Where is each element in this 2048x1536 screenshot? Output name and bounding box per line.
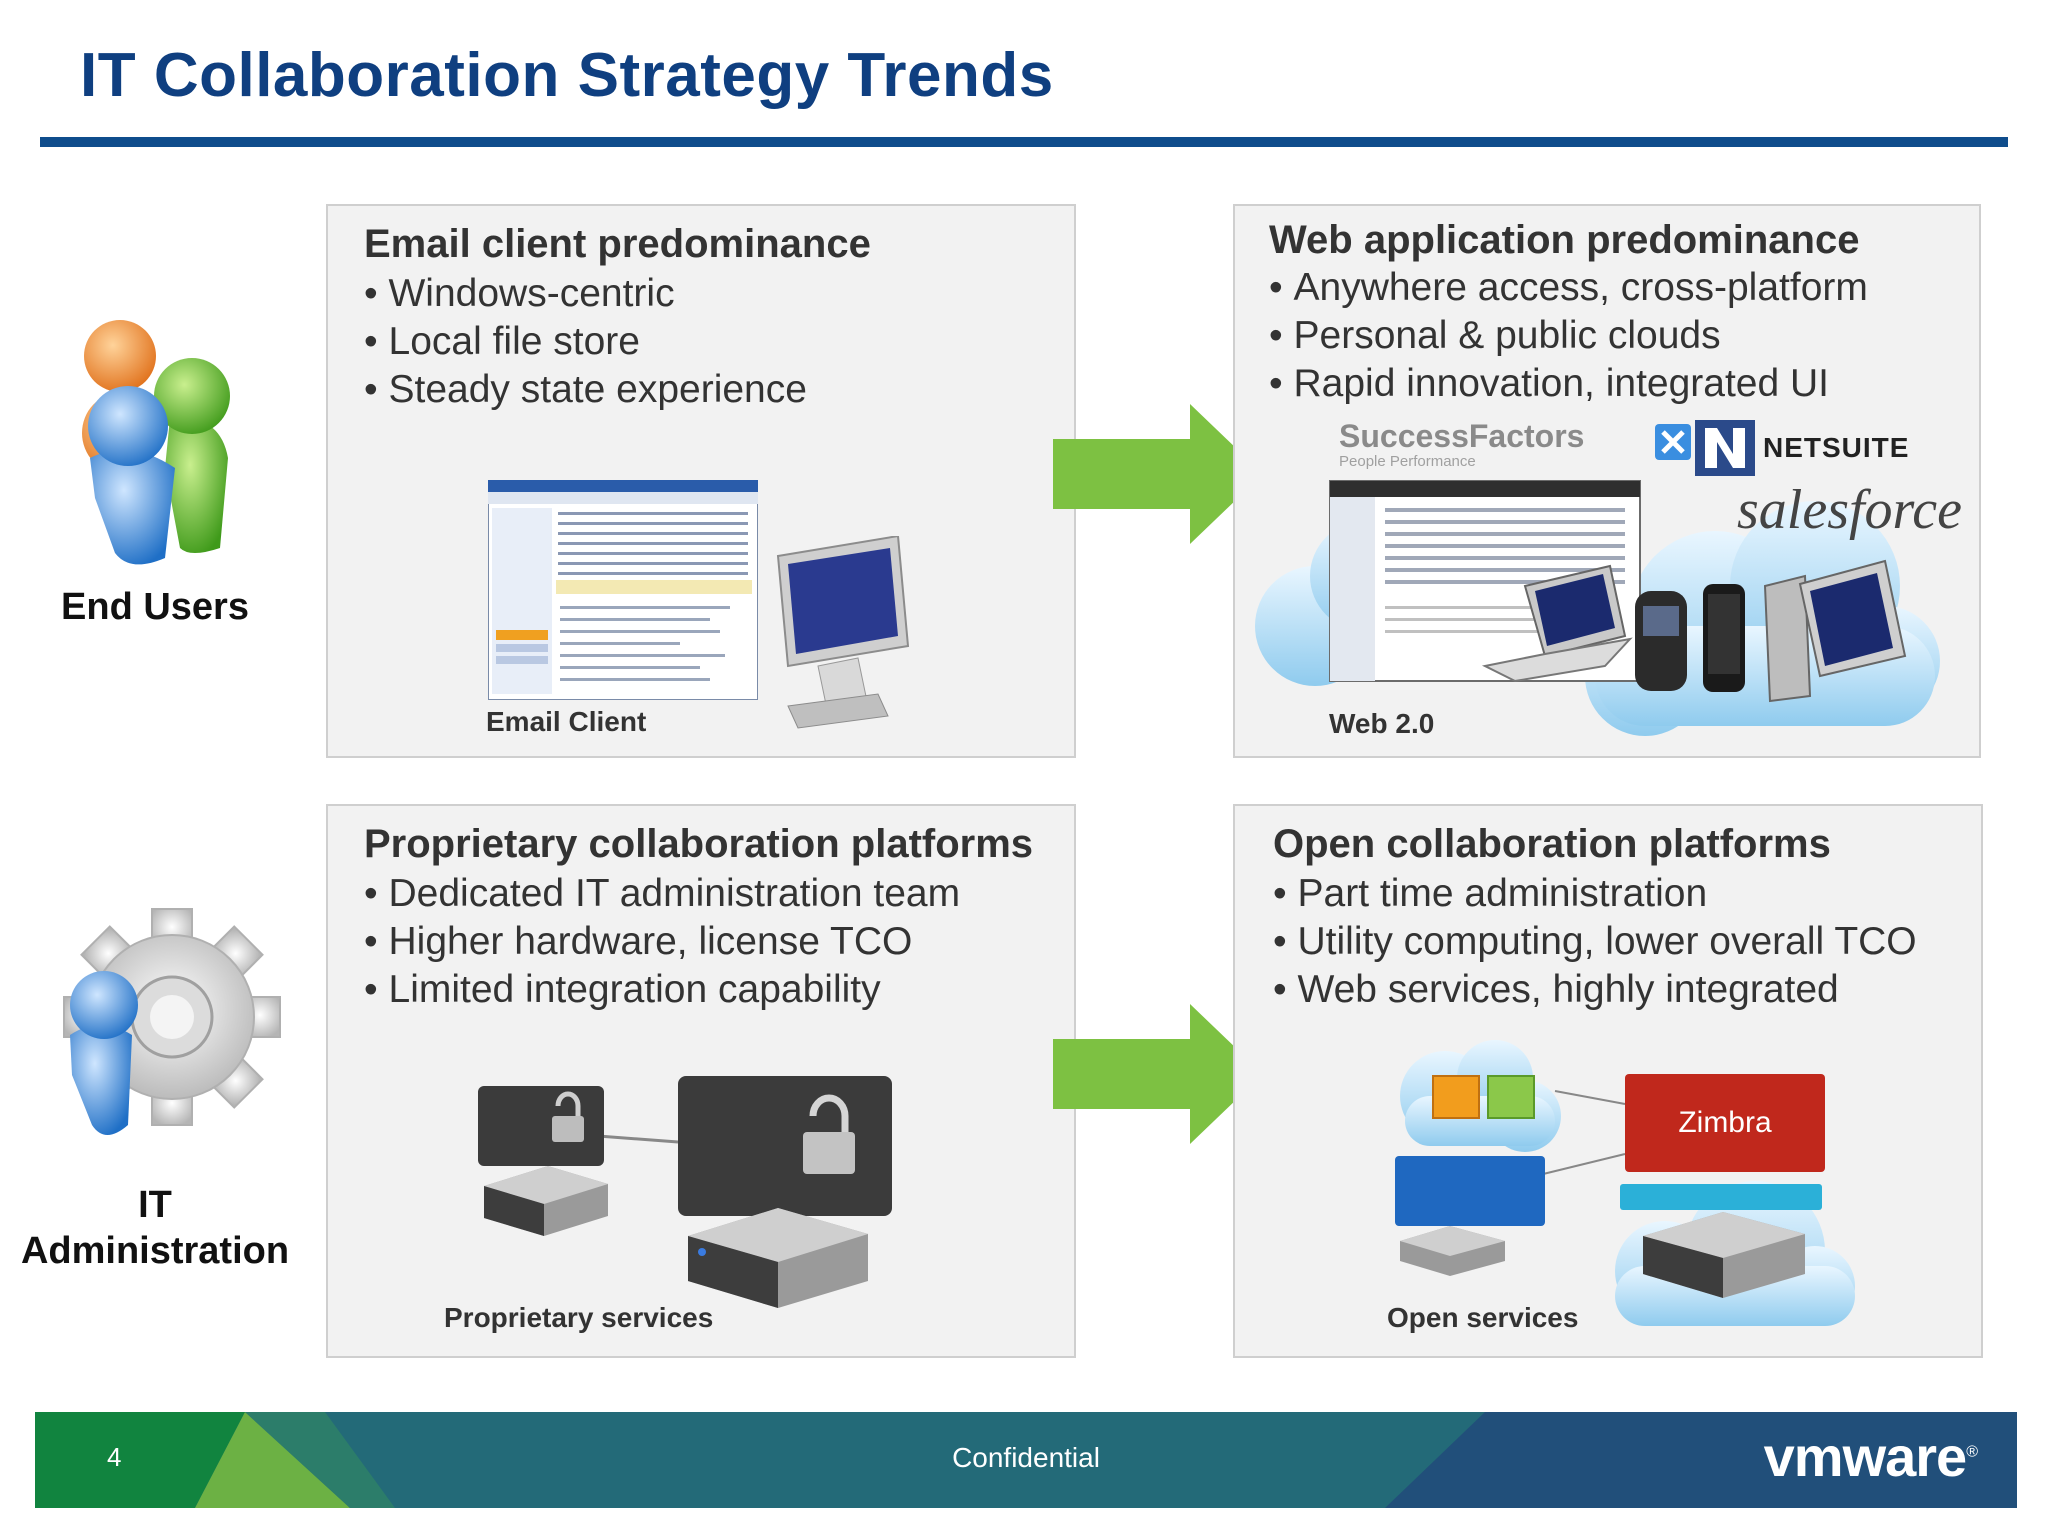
proprietary-servers-icon (478, 1076, 892, 1308)
bullet-item: Web services, highly integrated (1273, 966, 1917, 1014)
image-caption: Proprietary services (444, 1302, 714, 1333)
bullet-item: Windows-centric (364, 270, 807, 318)
vmware-wordmark: vmware (1763, 1425, 1968, 1488)
users-icon (82, 320, 230, 565)
page-number: 4 (107, 1442, 122, 1472)
bullet-item: Dedicated IT administration team (364, 870, 961, 918)
bullet-list: Part time administration Utility computi… (1273, 870, 1917, 1014)
bullet-list: Windows-centric Local file store Steady … (364, 270, 807, 414)
bullet-item: Steady state experience (364, 366, 807, 414)
admin-gear-icon (63, 908, 281, 1135)
bullet-item: Limited integration capability (364, 966, 960, 1014)
bullet-list: Anywhere access, cross-platform Personal… (1269, 264, 1868, 408)
image-caption: Web 2.0 (1329, 708, 1435, 739)
open-services-diagram-icon: Zimbra (1395, 1040, 1855, 1326)
successfactors-x-icon (1655, 424, 1691, 460)
role-it-line1: IT (138, 1184, 172, 1226)
cloud-icon (1255, 480, 1940, 736)
monitor-icon (776, 536, 910, 729)
successfactors-logo: SuccessFactors People Performance (1339, 418, 1584, 470)
box-heading: Web application predominance (1269, 218, 1860, 262)
box-heading: Open collaboration platforms (1273, 822, 1831, 866)
title-divider (40, 137, 2008, 147)
bullet-item: Anywhere access, cross-platform (1269, 264, 1868, 312)
bullet-list: Dedicated IT administration team Higher … (364, 870, 961, 1014)
role-it-administration: IT Administration (0, 1182, 310, 1274)
successfactors-tagline: People Performance (1339, 453, 1476, 470)
successfactors-wordmark: SuccessFactors (1339, 418, 1585, 454)
bullet-item: Higher hardware, license TCO (364, 918, 960, 966)
image-caption: Email Client (486, 706, 647, 737)
zimbra-label: Zimbra (1678, 1106, 1772, 1139)
salesforce-logo: salesforce (1737, 479, 1962, 541)
right-arrow-icon (1053, 404, 1263, 544)
bullet-item: Part time administration (1273, 870, 1917, 918)
bullet-item: Personal & public clouds (1269, 312, 1868, 360)
box-heading: Email client predominance (364, 222, 871, 266)
lock-icon (552, 1091, 584, 1142)
bullet-item: Utility computing, lower overall TCO (1273, 918, 1917, 966)
netsuite-n-icon (1695, 420, 1755, 476)
box-proprietary-platforms: Proprietary collaboration platforms Dedi… (326, 804, 1076, 1358)
netsuite-logo: NETSUITE (1763, 432, 1910, 463)
role-end-users: End Users (61, 586, 249, 628)
slide-title: IT Collaboration Strategy Trends (80, 41, 1054, 110)
image-caption: Open services (1387, 1302, 1579, 1333)
bullet-item: Local file store (364, 318, 807, 366)
vmware-logo: vmware® (1763, 1425, 1978, 1488)
right-arrow-icon (1053, 1004, 1263, 1144)
bullet-item: Rapid innovation, integrated UI (1269, 360, 1868, 408)
footer-bar: 4 Confidential vmware® (35, 1412, 2017, 1508)
box-open-platforms: Open collaboration platforms Part time a… (1233, 804, 1983, 1358)
footer-decoration (35, 1412, 2017, 1508)
email-client-window-icon (488, 480, 758, 700)
box-heading: Proprietary collaboration platforms (364, 822, 1034, 866)
role-it-line2: Administration (20, 1230, 290, 1272)
confidential-label: Confidential (952, 1442, 1100, 1473)
box-email-client: Email client predominance Windows-centri… (326, 204, 1076, 758)
box-web-application: Web application predominance Anywhere ac… (1233, 204, 1981, 758)
